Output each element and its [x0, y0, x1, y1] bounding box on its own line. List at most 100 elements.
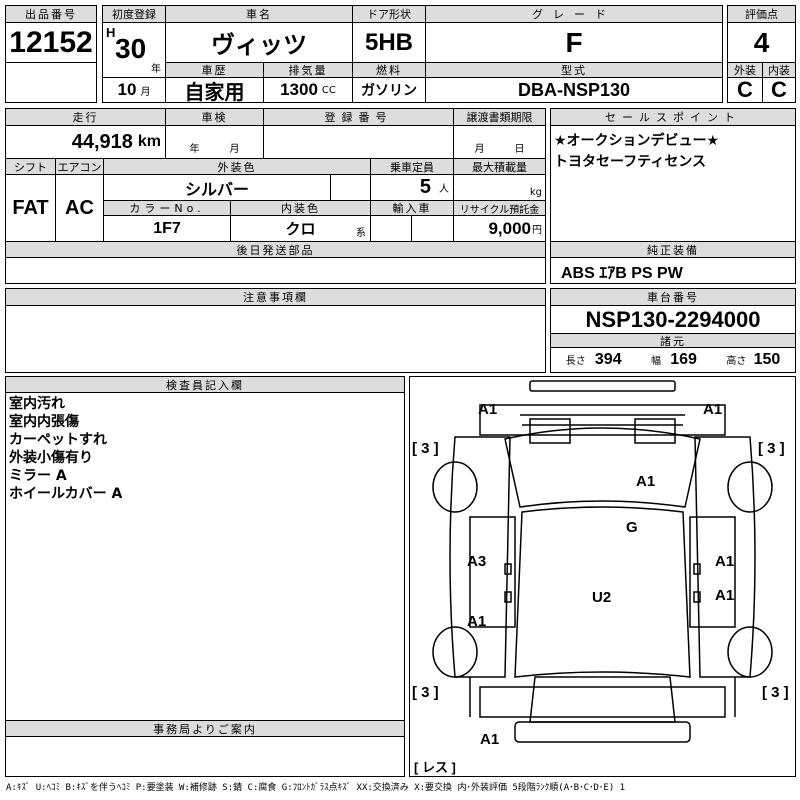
car-name-label: 車名 — [165, 5, 353, 23]
displacement-label: 排気量 — [263, 62, 353, 78]
capacity-label: 乗車定員 — [370, 158, 454, 175]
shift-label: シフト — [5, 158, 56, 175]
first-reg-year: H 30 年 — [102, 22, 166, 78]
door-label: ドア形状 — [352, 5, 426, 23]
transfer-day: 日 — [514, 144, 525, 155]
lot-label: 出品番号 — [5, 5, 97, 23]
shift: FAT — [5, 174, 56, 242]
ac-label: エアコン — [55, 158, 104, 175]
length: 394 — [594, 351, 622, 368]
model: DBA-NSP130 — [425, 77, 723, 103]
year: 30 — [115, 33, 147, 64]
inspector-line: カーペットすれ — [9, 432, 107, 448]
damage-diagram: A1 A1 [ 3 ] [ 3 ] A1 G A3 A1 U2 A1 A1 [ … — [409, 376, 796, 777]
inspector-line: 室内汚れ — [9, 396, 65, 412]
lot-blank — [5, 62, 97, 103]
damage-mark: A1 — [715, 553, 735, 570]
chassis-number: NSP130-2294000 — [550, 305, 796, 334]
model-label: 型式 — [425, 62, 723, 78]
sales-points: ★オークションデビュー★ トヨタセーフティセンス — [550, 125, 796, 242]
inspection-month: 月 — [229, 144, 240, 155]
score: 4 — [727, 22, 796, 63]
sales-label: セールスポイント — [550, 108, 796, 126]
reg-no — [263, 125, 454, 159]
month-unit: 月 — [140, 86, 151, 98]
score-label: 評価点 — [727, 5, 796, 23]
width: 169 — [670, 351, 697, 368]
inspector-notes: 室内汚れ 室内内張傷 カーペットすれ 外装小傷有り ミラー A ホイールカバー … — [5, 392, 405, 721]
transfer-label: 譲渡書類期限 — [453, 108, 546, 126]
inspector-label: 検査員記入欄 — [5, 376, 405, 393]
fuel: ガソリン — [352, 77, 426, 103]
color-label: 外装色 — [103, 158, 371, 175]
car-outline-icon — [432, 380, 773, 743]
recycle-label: リサイクル預託金 — [453, 200, 546, 216]
damage-mark: A1 — [480, 731, 500, 748]
damage-mark: G — [626, 519, 638, 536]
damage-mark: U2 — [592, 589, 612, 606]
ac: AC — [55, 174, 104, 242]
damage-mark: A3 — [467, 553, 487, 570]
color-no: 1F7 — [103, 215, 231, 242]
equipment: ABS ｴｱB PS PW — [550, 257, 796, 284]
grade-label: グレード — [425, 5, 723, 23]
exterior-label: 外装 — [727, 62, 763, 78]
mileage-unit: km — [137, 133, 161, 150]
sales-line: ★オークションデビュー★ — [554, 133, 720, 149]
notes-label: 注意事項欄 — [5, 288, 546, 306]
damage-mark: A1 — [703, 401, 723, 418]
import-label: 輸入車 — [370, 200, 454, 216]
door: 5HB — [352, 22, 426, 63]
spec-label: 諸元 — [550, 333, 796, 348]
interior-color-value: クロ — [285, 221, 316, 238]
interior-color: クロ 系 — [230, 215, 371, 242]
damage-mark: A1 — [467, 613, 487, 630]
width-label: 幅 — [651, 356, 662, 367]
inspector-line: ホイールカバー A — [9, 486, 123, 502]
inspector-line: 室内内張傷 — [9, 414, 79, 430]
interior-label: 内装 — [762, 62, 796, 78]
specs: 長さ 394 幅 169 高さ 150 — [550, 347, 796, 373]
chassis-label: 車台番号 — [550, 288, 796, 306]
interior-color-label: 内装色 — [230, 200, 371, 216]
history-label: 車歴 — [165, 62, 264, 78]
office-label: 事務局よりご案内 — [5, 720, 405, 737]
inspector-line: ミラー A — [9, 468, 67, 484]
lot-number: 12152 — [5, 22, 97, 63]
car-name: ヴィッツ — [165, 22, 353, 63]
height: 150 — [753, 351, 781, 368]
grade: F — [425, 22, 723, 63]
height-label: 高さ — [726, 356, 747, 367]
load-unit: kg — [529, 187, 542, 198]
damage-mark: [ 3 ] — [758, 440, 785, 457]
damage-mark: [ 3 ] — [412, 684, 439, 701]
exterior-grade: C — [727, 77, 763, 103]
displacement-unit: CC — [321, 84, 336, 96]
recycle-unit: 円 — [532, 225, 542, 236]
damage-mark: A1 — [636, 473, 656, 490]
import-b — [411, 215, 454, 242]
import-a — [370, 215, 412, 242]
load-label: 最大積載量 — [453, 158, 546, 175]
transfer: 月日 — [453, 125, 546, 159]
recycle-value: 9,000 — [488, 218, 531, 238]
damage-mark: [ 3 ] — [762, 684, 789, 701]
capacity-unit: 人 — [439, 184, 449, 195]
damage-mark: [ 3 ] — [412, 440, 439, 457]
notes — [5, 305, 546, 373]
later-parts — [5, 257, 546, 284]
capacity-value: 5 — [419, 176, 431, 198]
transfer-month: 月 — [474, 144, 485, 155]
office-notes — [5, 736, 405, 777]
color-blank — [330, 174, 371, 201]
history: 自家用 — [165, 77, 264, 103]
interior-color-unit: 系 — [356, 228, 366, 239]
equipment-label: 純正装備 — [550, 241, 796, 258]
era: H — [106, 25, 116, 40]
damage-mark: A1 — [715, 587, 735, 604]
later-parts-label: 後日発送部品 — [5, 241, 546, 258]
